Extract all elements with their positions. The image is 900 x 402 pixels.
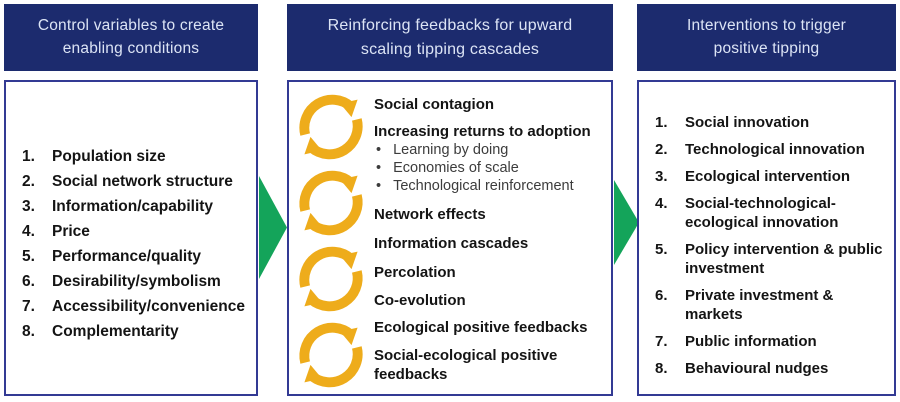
feedback-item: Increasing returns to adoption <box>374 123 591 140</box>
cycle-arrows-icon <box>299 246 363 312</box>
list-item: 2.Technological innovation <box>655 140 865 158</box>
control-variables-box: 1.Population size 2.Social network struc… <box>4 80 258 396</box>
right-arrow-icon <box>259 176 287 279</box>
feedback-subitem: •Economies of scale <box>376 160 519 176</box>
list-item: 1.Social innovation <box>655 113 810 131</box>
list-item: 8.Complementarity <box>22 323 179 340</box>
feedback-item: Percolation <box>374 264 456 281</box>
list-item: 8.Behavioural nudges <box>655 359 829 377</box>
feedback-item: Social-ecological positive feedbacks <box>374 347 558 383</box>
cycle-arrows-icon <box>299 322 363 388</box>
bullet-icon: • <box>376 178 382 194</box>
feedback-item: Co-evolution <box>374 292 466 309</box>
control-variables-list: 1.Population size 2.Social network struc… <box>6 144 256 344</box>
feedback-subitem: •Learning by doing <box>376 142 509 158</box>
list-item: 5.Performance/quality <box>22 248 202 265</box>
feedback-item: Network effects <box>374 206 486 223</box>
right-column-header: Interventions to trigger positive tippin… <box>637 4 896 71</box>
list-item: 2.Social network structure <box>22 173 233 190</box>
list-item: 4.Social-technological-ecological innova… <box>655 194 839 231</box>
list-item: 7.Accessibility/convenience <box>22 298 245 315</box>
bullet-icon: • <box>376 160 382 176</box>
feedback-subitem: •Technological reinforcement <box>376 178 574 194</box>
reinforcing-feedbacks-box: Social contagion Increasing returns to a… <box>287 80 613 396</box>
feedback-item: Information cascades <box>374 235 529 252</box>
cycle-arrows-icon <box>299 94 363 160</box>
left-column-header: Control variables to create enabling con… <box>4 4 258 71</box>
list-item: 6.Desirability/symbolism <box>22 273 221 290</box>
interventions-box: 1.Social innovation 2.Technological inno… <box>637 80 896 396</box>
right-arrow-icon <box>614 180 639 265</box>
cycle-arrows-icon <box>299 170 363 236</box>
list-item: 6.Private investment & markets <box>655 286 834 323</box>
list-item: 3.Ecological intervention <box>655 167 851 185</box>
feedback-item: Social contagion <box>374 96 495 113</box>
list-item: 7.Public information <box>655 332 817 350</box>
feedback-item: Ecological positive feedbacks <box>374 319 588 336</box>
list-item: 4.Price <box>22 223 90 240</box>
bullet-icon: • <box>376 142 382 158</box>
list-item: 1.Population size <box>22 148 166 165</box>
list-item: 5.Policy intervention & public investmen… <box>655 240 883 277</box>
middle-column-header: Reinforcing feedbacks for upward scaling… <box>287 4 613 71</box>
list-item: 3.Information/capability <box>22 198 214 215</box>
interventions-list: 1.Social innovation 2.Technological inno… <box>639 113 894 378</box>
